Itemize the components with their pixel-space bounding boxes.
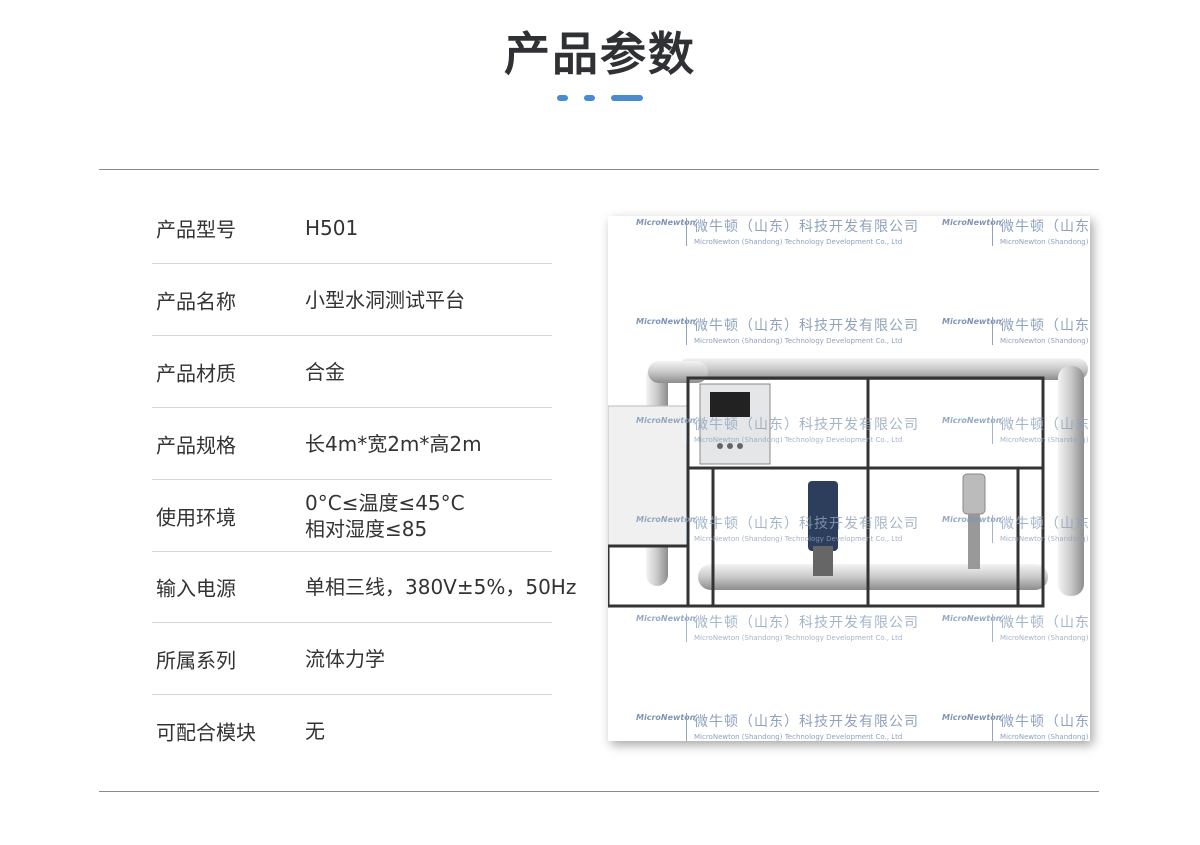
spec-row-power: 输入电源 单相三线，380V±5%，50Hz — [152, 551, 576, 623]
page-title: 产品参数 — [504, 27, 696, 81]
spec-label: 产品型号 — [156, 217, 236, 241]
spec-value: 合金 — [305, 359, 345, 384]
spec-label: 产品规格 — [156, 433, 236, 457]
spec-row-series: 所属系列 流体力学 — [152, 623, 552, 695]
spec-row-size: 产品规格 长4m*宽2m*高2m — [152, 408, 552, 480]
spec-value: H501 — [305, 215, 359, 240]
spec-label: 使用环境 — [156, 505, 236, 529]
spec-label: 所属系列 — [156, 648, 236, 672]
spec-value: 单相三线，380V±5%，50Hz — [305, 574, 577, 599]
spec-row-material: 产品材质 合金 — [152, 336, 552, 408]
spec-row-model: 产品型号 H501 — [152, 192, 552, 264]
spec-row-module: 可配合模块 无 — [152, 695, 552, 766]
water-tunnel-illustration — [608, 358, 1088, 608]
spec-label: 产品材质 — [156, 361, 236, 385]
spec-value: 长4m*宽2m*高2m — [305, 431, 482, 456]
spec-value: 小型水洞测试平台 — [305, 287, 465, 312]
spec-value-line: 相对湿度≤85 — [305, 516, 428, 541]
spec-label: 可配合模块 — [156, 720, 256, 744]
spec-value: 无 — [305, 718, 325, 743]
spec-value: 流体力学 — [305, 646, 385, 671]
spec-label: 产品名称 — [156, 289, 236, 313]
spec-value-line: 0°C≤温度≤45°C — [305, 490, 465, 515]
spec-label: 输入电源 — [156, 576, 236, 600]
spec-row-name: 产品名称 小型水洞测试平台 — [152, 264, 552, 336]
bottom-divider — [99, 791, 1099, 792]
top-divider — [99, 169, 1099, 170]
